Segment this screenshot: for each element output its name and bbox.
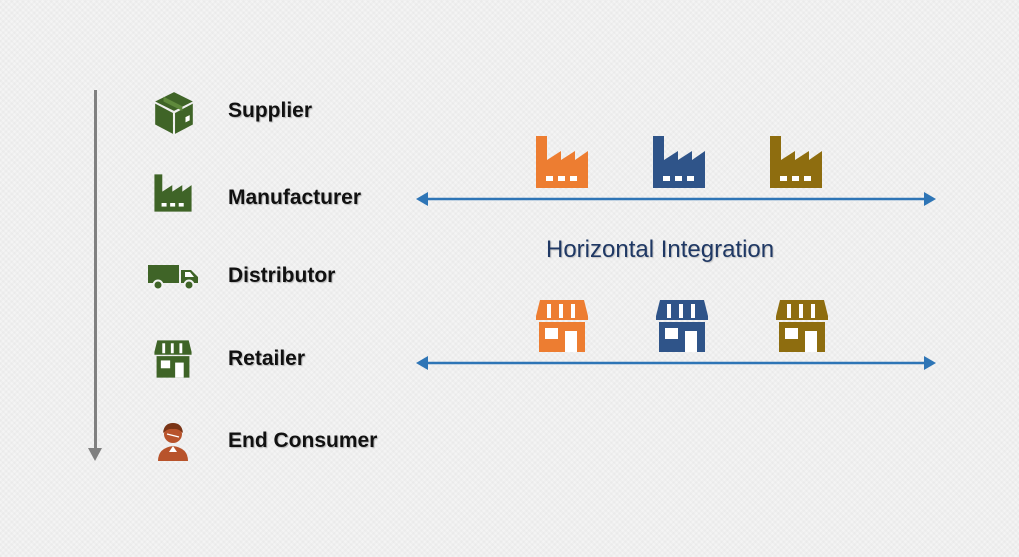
- factory-icon: [653, 136, 705, 188]
- chain-label-distributor: Distributor: [228, 264, 336, 287]
- vertical-flow-line: [94, 90, 97, 448]
- store-icon: [776, 300, 828, 352]
- horizontal-arrow-manufacturer: [416, 192, 936, 206]
- store-icon: [536, 300, 588, 352]
- factory-icon: [536, 136, 588, 188]
- factory-icon: [770, 136, 822, 188]
- store-icon: [656, 300, 708, 352]
- vertical-flow-arrowhead: [88, 448, 102, 461]
- box-icon: [155, 92, 193, 134]
- factory-icon: [154, 174, 192, 212]
- chain-label-end-consumer: End Consumer: [228, 429, 378, 452]
- horizontal-integration-title: Horizontal Integration: [546, 236, 775, 263]
- chain-label-supplier: Supplier: [228, 99, 313, 122]
- chain-label-retailer: Retailer: [228, 347, 306, 370]
- truck-icon: [148, 265, 198, 291]
- chain-label-manufacturer: Manufacturer: [228, 186, 362, 209]
- person-icon: [158, 423, 188, 461]
- horizontal-arrow-retailer: [416, 356, 936, 370]
- store-icon: [154, 340, 192, 378]
